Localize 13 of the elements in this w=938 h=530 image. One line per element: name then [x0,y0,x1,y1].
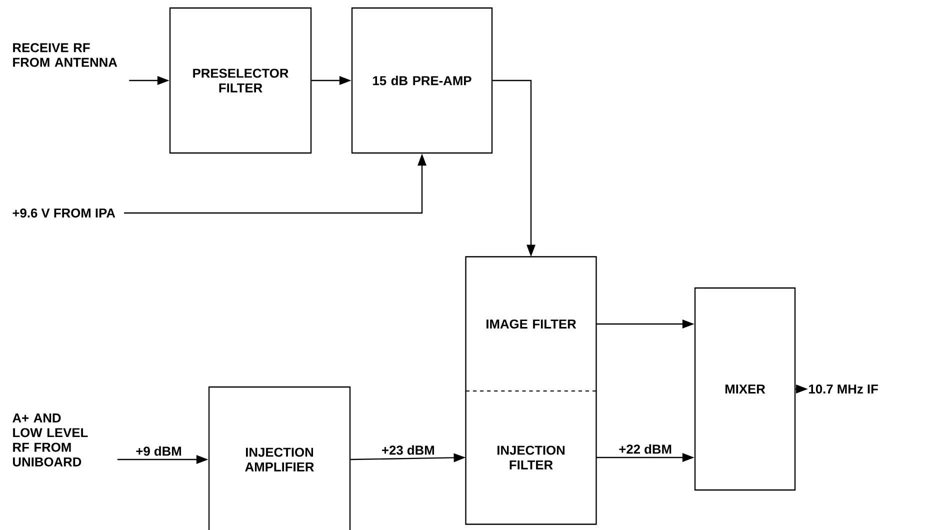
input-label: RECEIVE RF FROM ANTENNA [13,43,118,67]
block-box: PRESELECTOR FILTER [169,7,312,154]
block-box: 15 dB PRE-AMP [351,7,493,154]
input-label: +9.6 V FROM IPA [12,208,116,218]
input-label: A+ AND LOW LEVEL RF FROM UNIBOARD [12,414,88,466]
filter-section: IMAGE FILTER [465,256,597,392]
output-label: 10.7 MHz IF [809,384,878,394]
edge-label: +23 dBM [380,444,436,456]
block-box: INJECTION AMPLIFIER [208,386,351,530]
filter-section: INJECTION FILTER [465,390,597,525]
edge-label: +9 dBM [134,445,184,457]
edge-label: +22 dBM [617,443,674,455]
block-box: MIXER [694,287,796,491]
